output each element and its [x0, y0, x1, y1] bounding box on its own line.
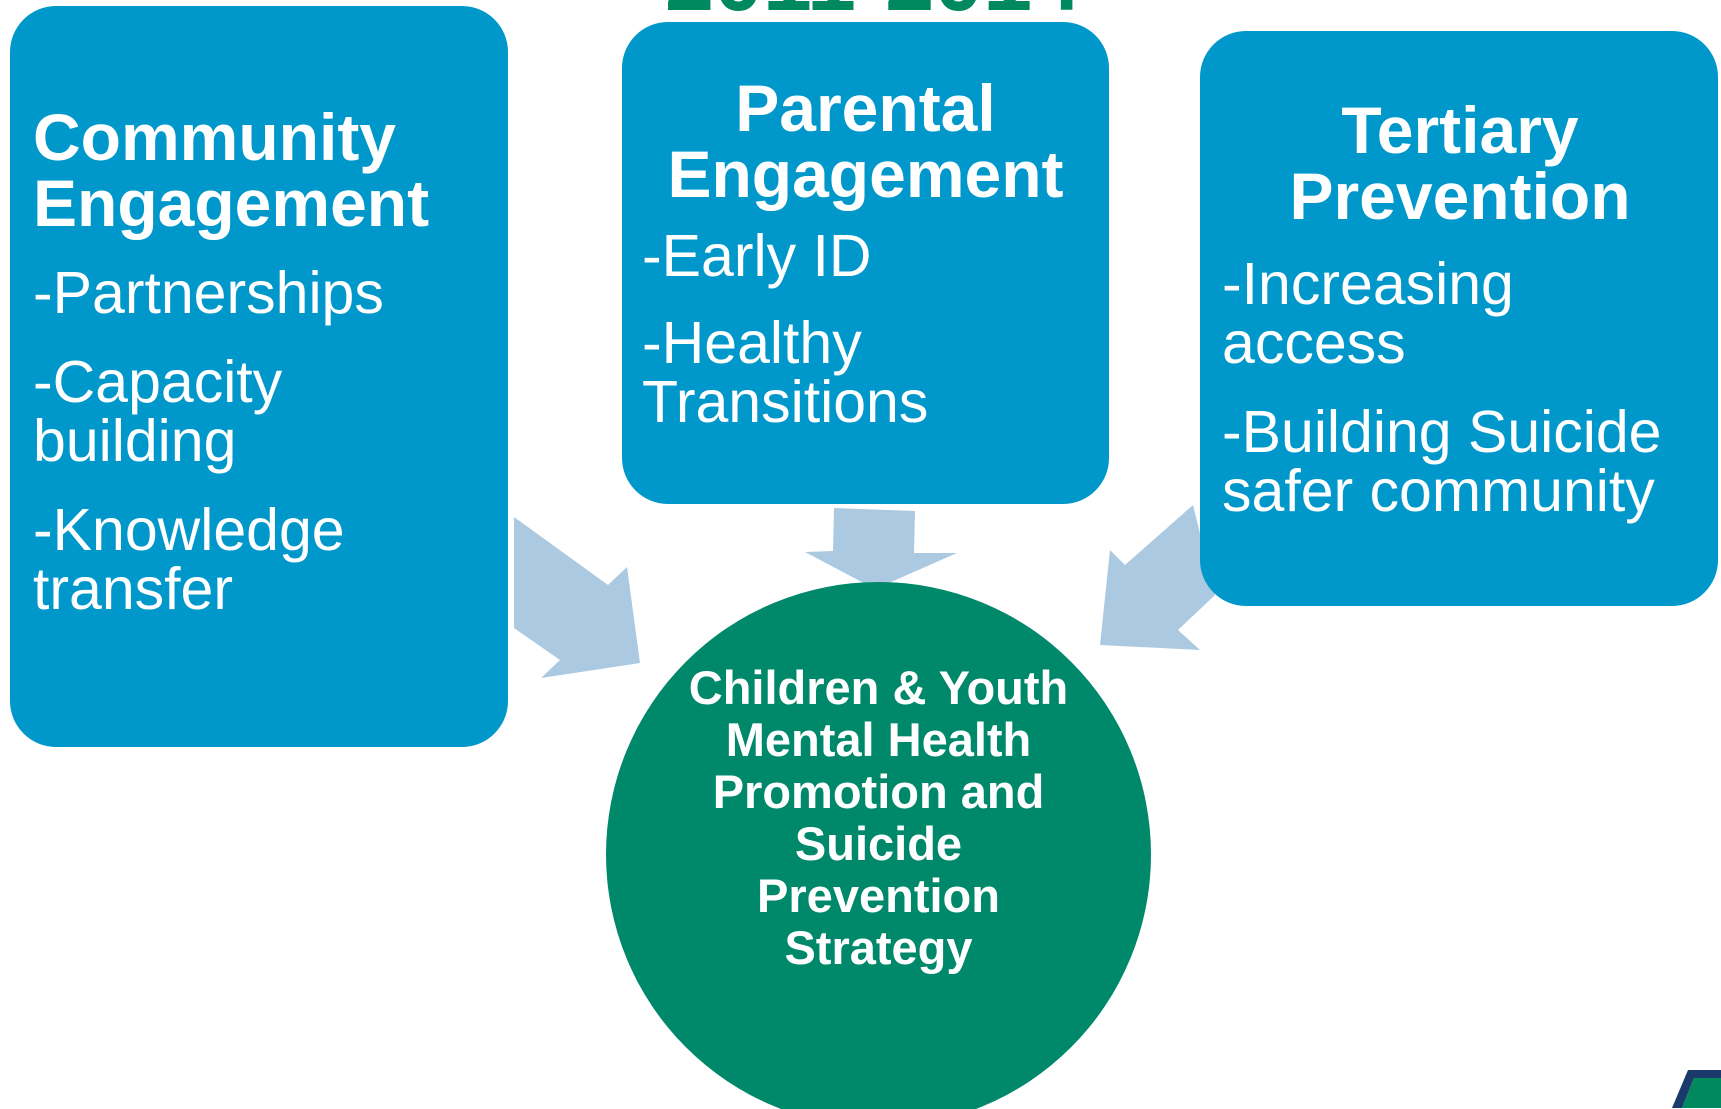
community-item-partnerships: -Partnerships: [33, 260, 384, 326]
tertiary-item-suicide-safer-community: -Building Suicide safer community: [1222, 399, 1662, 524]
arrow-from-tertiary: [1100, 505, 1215, 650]
arrow-from-parental: [805, 508, 957, 589]
parental-item-healthy-transitions: -Healthy Transitions: [642, 310, 929, 435]
community-item-knowledge-transfer: -Knowledge transfer: [33, 497, 345, 622]
central-strategy-label: Children & Youth Mental Health Promotion…: [688, 661, 1069, 974]
slide-title-partial: 2011-2014: [665, 0, 1081, 24]
parental-item-early-id: -Early ID: [642, 223, 872, 289]
central-strategy-circle: Children & Youth Mental Health Promotion…: [606, 582, 1151, 1109]
community-item-capacity-building: -Capacity building: [33, 349, 283, 474]
tertiary-item-increasing-access: -Increasing access: [1222, 251, 1514, 376]
logo-corner-mark: [1672, 1070, 1721, 1108]
arrow-from-community: [514, 517, 640, 678]
